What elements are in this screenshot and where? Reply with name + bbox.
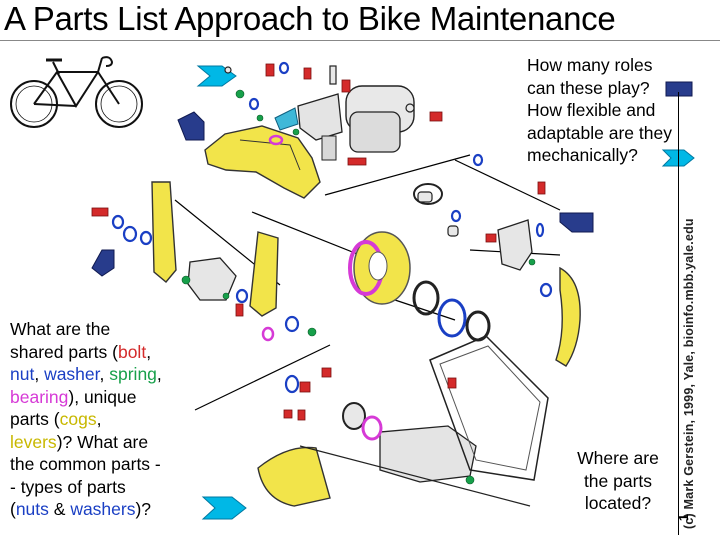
question-shared-segment: , xyxy=(34,364,45,384)
question-shared-segment: nut xyxy=(10,364,35,384)
question-shared-segment: & xyxy=(48,499,71,519)
question-shared-segment: parts ( xyxy=(10,409,60,429)
question-roles-line: mechanically? xyxy=(527,145,638,165)
question-where-line: Where are xyxy=(577,448,659,468)
question-roles-line: can these play? xyxy=(527,77,650,98)
bicycle-icon xyxy=(10,56,143,128)
question-shared-line: the common parts - xyxy=(10,453,195,476)
credit-text: (c) Mark Gerstein, 1999, Yale, bioinfo.m… xyxy=(682,218,696,529)
question-shared-segment: washers xyxy=(70,499,136,519)
question-shared-segment: levers xyxy=(10,431,57,452)
question-shared-segment: ( xyxy=(10,499,16,519)
freewheel-cluster xyxy=(348,231,491,342)
question-shared-segment: bearing xyxy=(10,386,69,407)
question-shared-segment: , xyxy=(146,341,152,362)
question-shared-line: (nuts & washers)? xyxy=(10,498,195,521)
brake-lever-group xyxy=(413,183,581,367)
question-roles-line: How many roles xyxy=(527,55,653,75)
bolt-icon xyxy=(91,63,546,421)
question-shared-segment: , xyxy=(156,364,162,384)
washer-icon xyxy=(111,61,553,394)
question-shared-line: bearing), unique xyxy=(10,386,195,409)
question-shared-segment: cogs xyxy=(59,409,97,429)
question-roles-line: adaptable are they xyxy=(527,122,672,143)
cyan-arrow-icon xyxy=(196,65,695,520)
question-shared-line: nut, washer, spring, xyxy=(10,363,195,386)
question-shared-line: What are the xyxy=(10,318,195,341)
question-roles: How many roles can these play? How flexi… xyxy=(527,54,697,167)
question-shared-segment: bolt xyxy=(117,341,147,362)
question-shared-line: parts (cogs, xyxy=(10,408,195,431)
question-shared-segment: What are the xyxy=(10,319,111,339)
title-divider xyxy=(0,40,720,41)
question-shared-segment: ), unique xyxy=(68,386,137,407)
question-shared-segment: spring xyxy=(109,364,157,384)
question-shared-segment: washer xyxy=(44,364,100,384)
question-shared-segment: )? What are xyxy=(56,431,149,452)
slide-number: 1 xyxy=(676,513,692,522)
caliper-group xyxy=(257,335,549,507)
question-shared-segment: the common parts - xyxy=(10,454,161,474)
shift-lever-group xyxy=(151,181,279,317)
question-shared-segment: shared parts ( xyxy=(10,341,118,362)
question-shared-line: levers)? What are xyxy=(10,431,195,454)
question-roles-line: How flexible and xyxy=(527,100,656,120)
question-shared-segment: , xyxy=(96,409,102,429)
slide-title: A Parts List Approach to Bike Maintenanc… xyxy=(4,0,616,37)
question-shared-segment: , xyxy=(99,364,110,384)
question-shared-segment: nuts xyxy=(15,499,49,519)
question-shared-segment: )? xyxy=(135,499,152,519)
navy-arrow-icon xyxy=(91,81,693,277)
hardware-icon xyxy=(224,65,459,237)
front-derailleur-group xyxy=(204,85,415,199)
spring-icon xyxy=(181,89,536,485)
bearing-icon xyxy=(261,134,284,342)
question-where-located: Where are the parts located? xyxy=(563,447,673,515)
question-shared-line: - types of parts xyxy=(10,476,195,499)
question-shared-line: shared parts (bolt, xyxy=(10,341,195,364)
credit-sidebar: (c) Mark Gerstein, 1999, Yale, bioinfo.m… xyxy=(678,92,696,535)
question-shared-segment: - types of parts xyxy=(10,476,126,497)
question-where-line: the parts xyxy=(583,470,653,491)
question-where-line: located? xyxy=(584,493,652,513)
